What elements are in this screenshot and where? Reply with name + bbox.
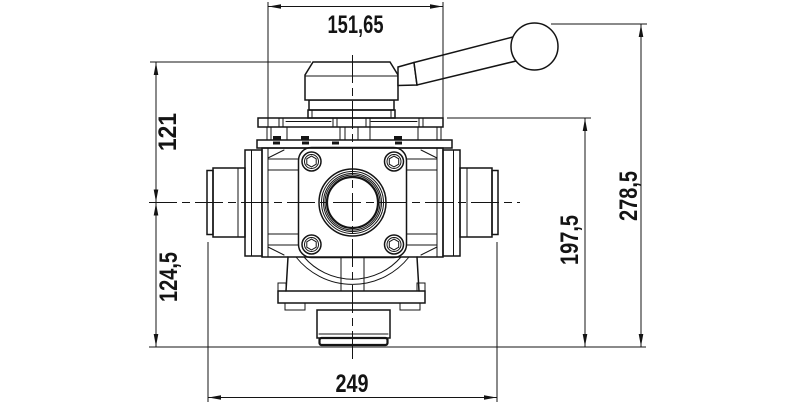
dim-arrow-icon [153,203,159,216]
dim-arrow-icon [153,62,159,75]
stem [307,109,396,119]
dim-label-right-inner-height: 197,5 [556,215,584,265]
hex-socket-icon [388,155,400,168]
dim-upper-left-height: 121 [150,61,311,203]
dim-arrow-icon [484,395,497,400]
flange-bolt-top-left [301,151,322,172]
dim-bottom-width: 249 [207,242,498,402]
top-mounting-assembly [256,117,453,149]
top-flange-band [256,139,453,149]
flange-bolt-top-right [383,151,405,172]
hex-socket-icon [388,238,400,251]
dim-arrow-icon [582,334,588,347]
dim-arrow-icon [638,24,644,37]
flange-bolt-bottom-left [301,234,322,255]
handle-base-cap [304,61,399,101]
dim-arrow-icon [153,189,159,202]
iso-mounting-pad [257,117,444,128]
bottom-assembly [277,256,426,347]
dim-label-upper-left-height: 121 [154,113,182,151]
dim-label-bottom-width: 249 [336,370,369,398]
handle-ball [510,22,559,71]
dim-label-lower-left-height: 124,5 [155,252,183,302]
dim-right-inner-height: 197,5 [447,117,591,347]
dim-label-top-width: 151,65 [328,11,384,39]
dim-top-width: 151,65 [267,2,444,127]
hex-socket-icon [306,238,317,251]
bottom-port-cap [318,336,389,347]
flange-bolt-bottom-right [383,234,405,255]
dim-arrow-icon [582,118,588,131]
base-plate [277,290,426,304]
dim-lower-left-height: 124,5 [153,202,183,347]
dim-arrow-icon [153,334,159,347]
dim-right-total-height: 278,5 [551,23,647,347]
hex-socket-icon [306,155,317,168]
dim-arrow-icon [638,334,644,347]
dim-arrow-icon [430,4,443,9]
dim-arrow-icon [268,4,281,9]
dim-arrow-icon [208,395,221,400]
handle-lever [413,36,517,86]
stem-and-handle [304,22,559,119]
dim-label-right-total-height: 278,5 [615,171,643,221]
